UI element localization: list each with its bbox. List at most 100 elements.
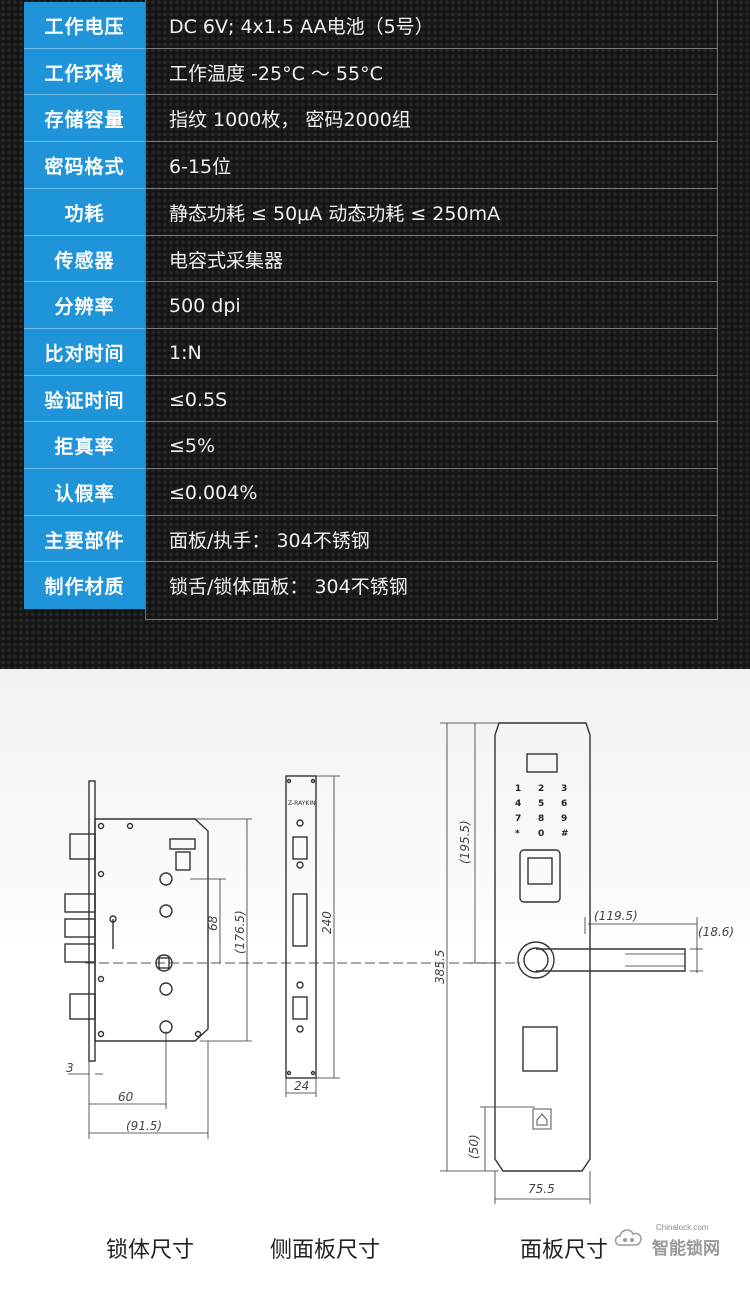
spec-label: 功耗 — [24, 189, 145, 236]
row-divider — [145, 141, 718, 142]
spec-row: 主要部件 面板/执手： 304不锈钢 — [24, 516, 718, 563]
spec-value: 6-15位 — [169, 156, 232, 178]
spec-row: 制作材质 锁舌/锁体面板： 304不锈钢 — [24, 562, 718, 609]
spec-label: 工作电压 — [24, 2, 145, 49]
dim-3-label: 3 — [66, 1061, 74, 1075]
label-divider — [24, 468, 145, 469]
row-divider — [145, 421, 718, 422]
keypad-key: 1 — [515, 784, 521, 794]
keypad-key: 7 — [515, 814, 521, 824]
spec-label: 制作材质 — [24, 562, 145, 609]
spec-value: 指纹 1000枚， 密码2000组 — [169, 109, 411, 131]
spec-value: 面板/执手： 304不锈钢 — [169, 530, 370, 552]
spec-value: 锁舌/锁体面板： 304不锈钢 — [169, 576, 408, 598]
spec-label: 比对时间 — [24, 329, 145, 376]
keypad-key: 9 — [561, 814, 567, 824]
brand-label: Z-RAYKIN — [288, 800, 316, 807]
spec-value: 电容式采集器 — [169, 250, 284, 272]
caption-face-panel: 面板尺寸 — [520, 1238, 609, 1263]
row-divider — [145, 188, 718, 189]
row-divider — [145, 281, 718, 282]
keypad-key: 5 — [538, 799, 544, 809]
label-divider — [24, 281, 145, 282]
spec-row: 工作环境 工作温度 -25°C ～ 55°C — [24, 49, 718, 96]
spec-row: 拒真率≤5% — [24, 422, 718, 469]
dim-24-label: 24 — [294, 1079, 309, 1093]
spec-value: DC 6V; 4x1.5 AA电池（5号） — [169, 16, 434, 38]
row-divider — [145, 375, 718, 376]
keypad-key: 3 — [561, 784, 567, 794]
row-divider — [145, 468, 718, 469]
keypad-key: 2 — [538, 784, 544, 794]
keypad-key: # — [561, 829, 569, 839]
table-bottom-border — [145, 619, 718, 620]
label-divider — [24, 421, 145, 422]
spec-value: ≤0.5S — [169, 388, 228, 411]
lock-body-drawing — [64, 780, 252, 1139]
caption-lock-body: 锁体尺寸 — [106, 1238, 195, 1263]
dim-75-5-label: 75.5 — [528, 1182, 555, 1196]
row-divider — [145, 561, 718, 562]
keypad-key: 6 — [561, 799, 567, 809]
keypad-key: 0 — [538, 829, 544, 839]
keypad-key: 8 — [538, 814, 544, 824]
spec-value: 500 dpi — [169, 294, 241, 317]
row-divider — [145, 515, 718, 516]
label-divider — [24, 515, 145, 516]
keypad-key: * — [515, 829, 520, 839]
spec-section: 工作电压 DC 6V; 4x1.5 AA电池（5号） 工作环境 工作温度 -25°C … — [0, 0, 750, 669]
caption-side-panel: 侧面板尺寸 — [270, 1238, 381, 1263]
row-divider — [145, 48, 718, 49]
dim-91-5-label: (91.5) — [126, 1119, 162, 1133]
spec-value: ≤0.004% — [169, 481, 258, 504]
watermark-text: 智能锁网 — [652, 1239, 720, 1259]
spec-row: 密码格式 6-15位 — [24, 142, 718, 189]
dim-60-label: 60 — [118, 1090, 134, 1104]
dim-240-label: 240 — [320, 911, 334, 934]
spec-table: 工作电压 DC 6V; 4x1.5 AA电池（5号） 工作环境 工作温度 -25°C … — [24, 0, 718, 620]
spec-row: 工作电压 DC 6V; 4x1.5 AA电池（5号） — [24, 2, 718, 49]
face-panel-drawing — [440, 722, 703, 1204]
spec-value: 静态功耗 ≤ 50μA 动态功耗 ≤ 250mA — [169, 203, 501, 225]
side-panel-drawing — [285, 775, 340, 1097]
label-divider — [24, 328, 145, 329]
spec-label: 主要部件 — [24, 516, 145, 563]
spec-label: 工作环境 — [24, 49, 145, 96]
watermark-url: Chinalock.com — [656, 1223, 709, 1232]
dimension-drawing-section: 3 60 (91.5) 68 (176.5) Z-RAYKIN 240 24 — [0, 669, 750, 1290]
keypad-key: 4 — [515, 799, 521, 809]
spec-label: 密码格式 — [24, 142, 145, 189]
spec-value: 工作温度 -25°C ～ 55°C — [169, 63, 383, 85]
dim-195-5-label: (195.5) — [458, 820, 472, 864]
row-divider — [145, 235, 718, 236]
spec-label: 验证时间 — [24, 376, 145, 423]
spec-label: 认假率 — [24, 469, 145, 516]
dim-176-5-label: (176.5) — [233, 910, 247, 954]
label-divider — [24, 94, 145, 95]
label-divider — [24, 235, 145, 236]
dim-119-5-label: (119.5) — [594, 909, 638, 923]
table-right-border — [717, 0, 718, 620]
dim-18-6-label: (18.6) — [698, 925, 734, 939]
label-divider — [24, 188, 145, 189]
row-divider — [145, 328, 718, 329]
watermark: Chinalock.com 智能锁网 — [612, 1219, 742, 1259]
spec-row: 存储容量 指纹 1000枚， 密码2000组 — [24, 95, 718, 142]
spec-value: ≤5% — [169, 434, 216, 457]
spec-label: 分辨率 — [24, 282, 145, 329]
cloud-logo-icon — [614, 1229, 642, 1246]
label-divider — [24, 48, 145, 49]
spec-row: 分辨率 500 dpi — [24, 282, 718, 329]
spec-label: 传感器 — [24, 236, 145, 283]
dim-68-label: 68 — [206, 915, 220, 931]
label-divider — [24, 141, 145, 142]
dim-50-label: (50) — [467, 1134, 481, 1159]
column-divider — [145, 0, 146, 620]
label-divider — [24, 561, 145, 562]
spec-row: 认假率 ≤0.004% — [24, 469, 718, 516]
dim-385-5-label: 385.5 — [433, 950, 447, 984]
row-divider — [145, 94, 718, 95]
spec-label: 存储容量 — [24, 95, 145, 142]
keypad: 1 2 3 4 5 6 7 8 9 * 0 # — [515, 784, 569, 839]
